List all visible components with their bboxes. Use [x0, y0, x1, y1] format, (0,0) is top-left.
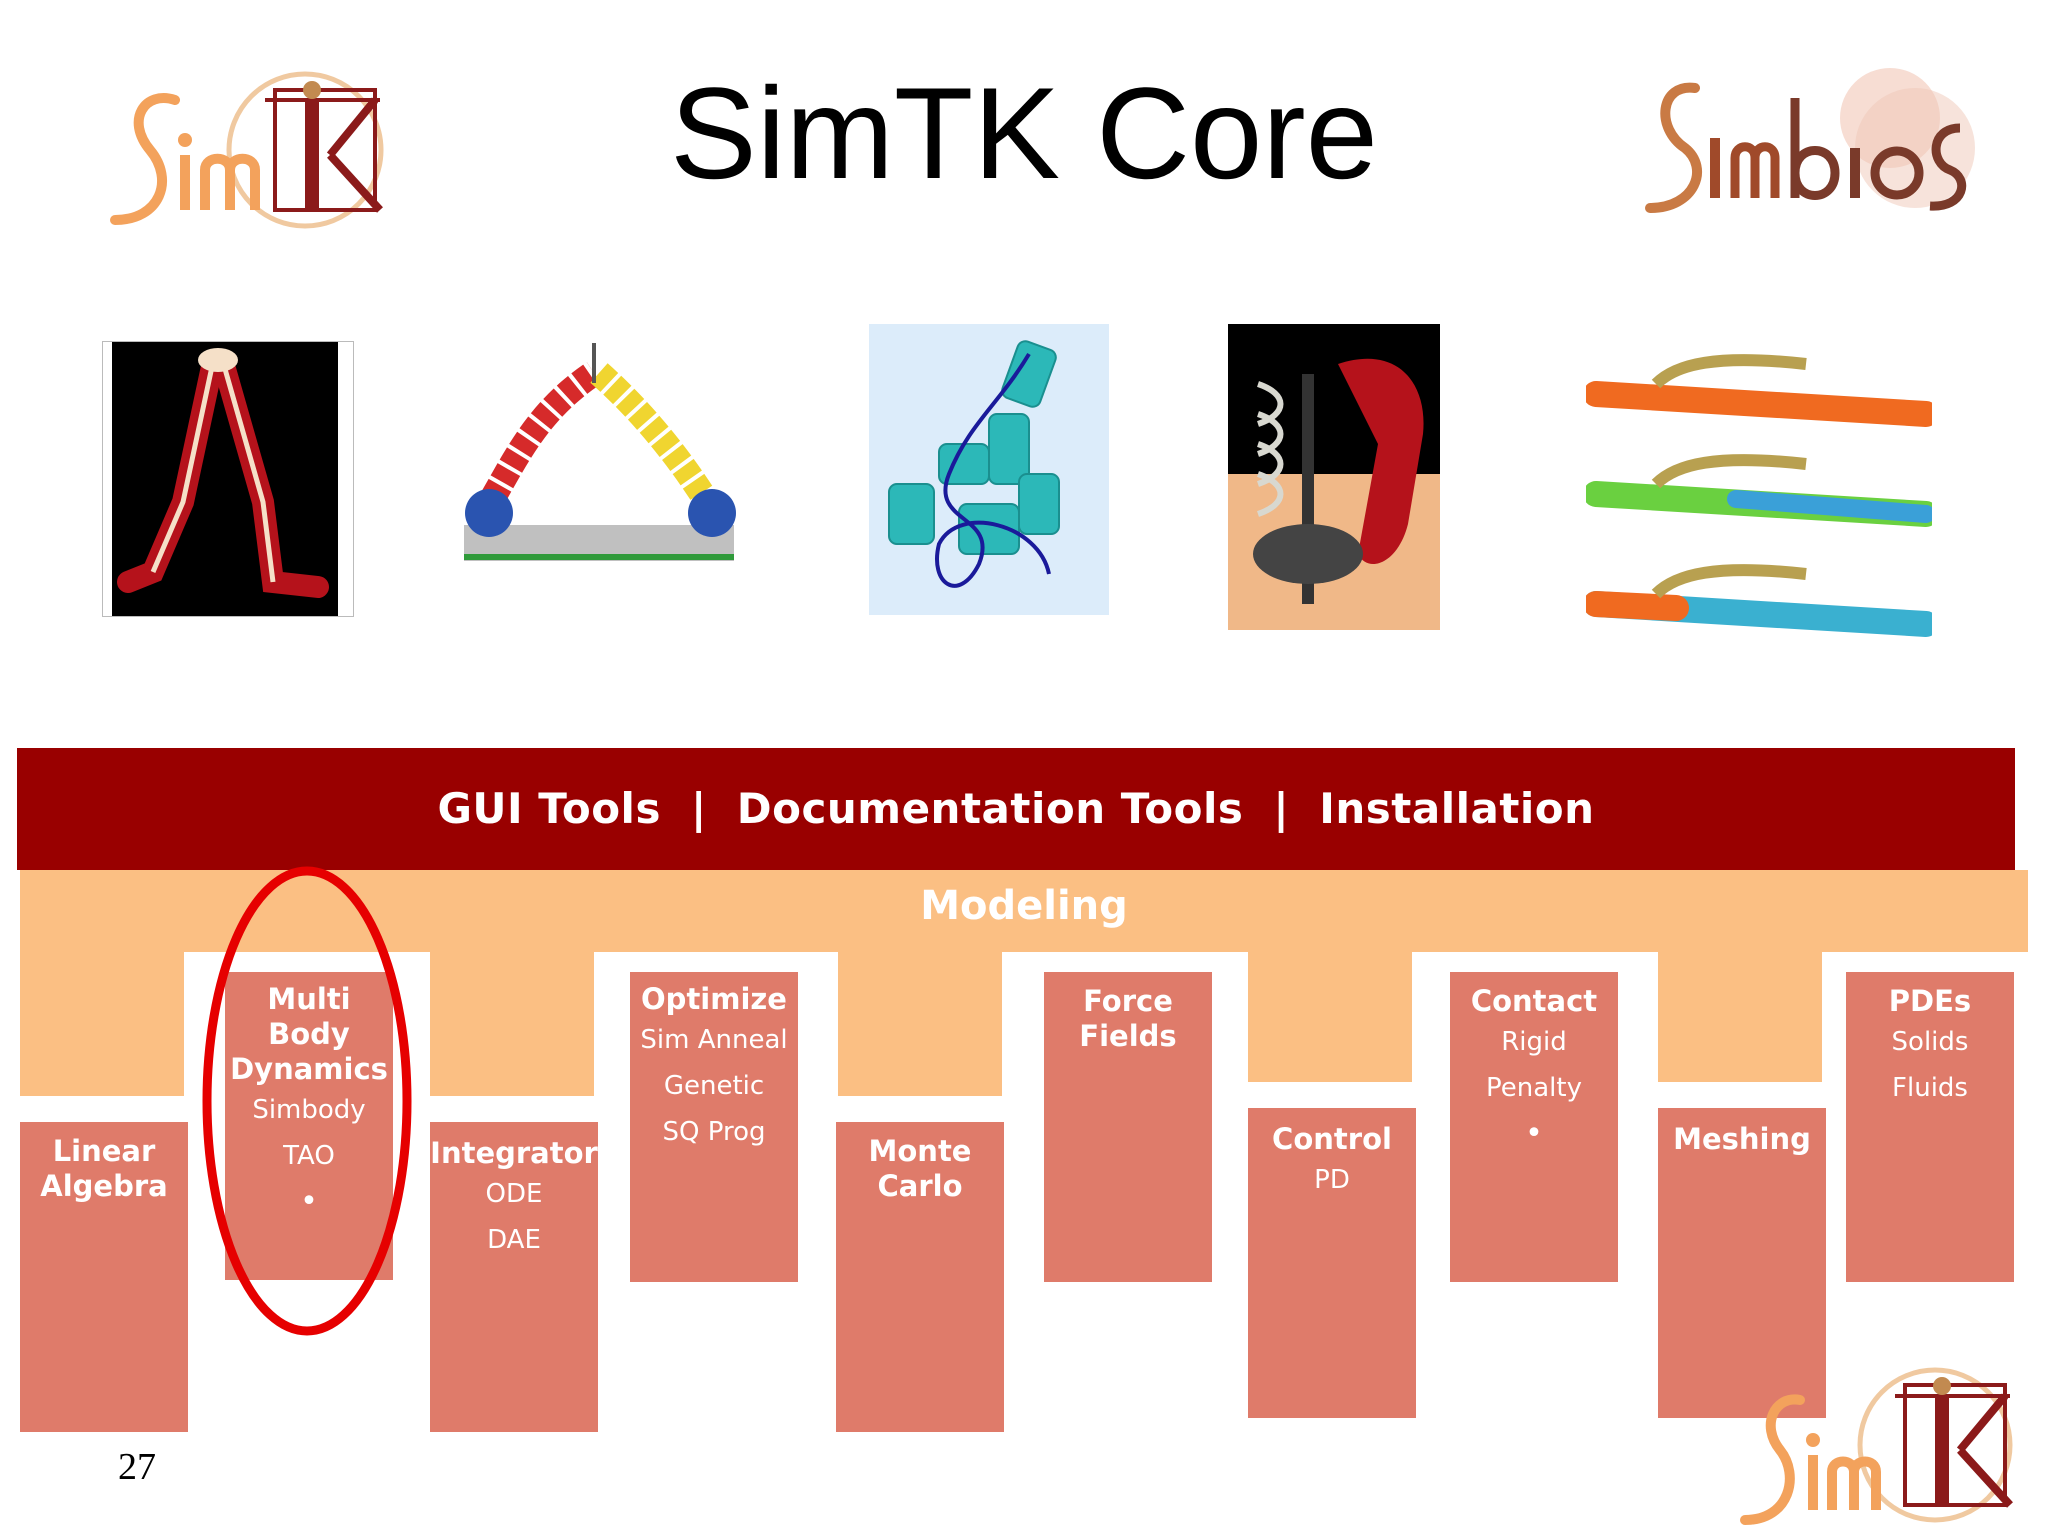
module-item: Solids	[1891, 1027, 1969, 1057]
module-meshing: Meshing	[1658, 1108, 1826, 1418]
walking-legs-image	[102, 341, 354, 617]
modeling-tab	[20, 950, 184, 1096]
highlight-ellipse	[202, 866, 412, 1336]
module-head: Meshing	[1673, 1122, 1811, 1156]
module-bullet: •	[1525, 1116, 1543, 1151]
module-linear-algebra: Linear Algebra	[20, 1122, 188, 1432]
module-bullet: •	[300, 1184, 318, 1219]
blood-flow-image	[1586, 324, 1932, 639]
simbios-logo	[1645, 68, 1975, 213]
module-item: Penalty	[1486, 1073, 1582, 1103]
banner-separator: |	[690, 784, 707, 833]
module-multibody-dynamics: Multi Body Dynamics Simbody TAO •	[225, 972, 393, 1280]
modeling-tab	[1658, 950, 1822, 1082]
module-head: Control	[1272, 1122, 1392, 1156]
shoulder-skeleton-image	[1228, 324, 1440, 630]
module-head: Monte Carlo	[868, 1134, 972, 1203]
module-item: ODE	[485, 1179, 543, 1209]
module-integrator: Integrator ODE DAE	[430, 1122, 598, 1432]
module-head: Force Fields	[1079, 984, 1177, 1053]
protein-structure-image	[869, 324, 1109, 615]
banner-documentation-tools: Documentation Tools	[736, 784, 1244, 833]
modeling-bar: Modeling	[20, 870, 2028, 952]
module-item: TAO	[283, 1141, 335, 1171]
module-head: Linear Algebra	[40, 1134, 168, 1203]
module-item: Simbody	[252, 1095, 366, 1125]
module-head: Multi Body Dynamics	[230, 982, 388, 1086]
module-item: Sim Anneal	[640, 1025, 788, 1055]
module-head: Optimize	[641, 982, 787, 1016]
simtk-logo-bottom	[1740, 1367, 2013, 1525]
modeling-tab	[430, 950, 594, 1096]
modeling-tab	[838, 950, 1002, 1096]
module-item: PD	[1314, 1165, 1350, 1195]
module-item: Genetic	[663, 1071, 765, 1101]
modeling-label: Modeling	[920, 883, 1128, 929]
banner-installation: Installation	[1319, 784, 1595, 833]
page-number: 27	[118, 1446, 156, 1488]
module-item: Fluids	[1892, 1073, 1968, 1103]
molecule-triangle-image	[444, 343, 754, 593]
module-pdes: PDEs Solids Fluids	[1846, 972, 2014, 1282]
module-control: Control PD	[1248, 1108, 1416, 1418]
module-head: Contact	[1470, 984, 1598, 1018]
slide-title: SimTK Core	[670, 60, 1378, 206]
tools-banner: GUI Tools | Documentation Tools | Installati…	[17, 748, 2015, 870]
module-head: PDEs	[1888, 984, 1972, 1018]
simtk-logo	[110, 71, 384, 229]
modeling-tab	[1248, 950, 1412, 1082]
module-head: Integrator	[430, 1136, 598, 1170]
module-optimize: Optimize Sim Anneal Genetic SQ Prog	[630, 972, 798, 1282]
module-item: Rigid	[1501, 1027, 1567, 1057]
module-item: DAE	[487, 1225, 541, 1255]
module-force-fields: Force Fields	[1044, 972, 1212, 1282]
module-item: SQ Prog	[662, 1117, 766, 1147]
module-contact: Contact Rigid Penalty •	[1450, 972, 1618, 1282]
banner-gui-tools: GUI Tools	[437, 784, 661, 833]
module-monte-carlo: Monte Carlo	[836, 1122, 1004, 1432]
banner-separator: |	[1273, 784, 1290, 833]
